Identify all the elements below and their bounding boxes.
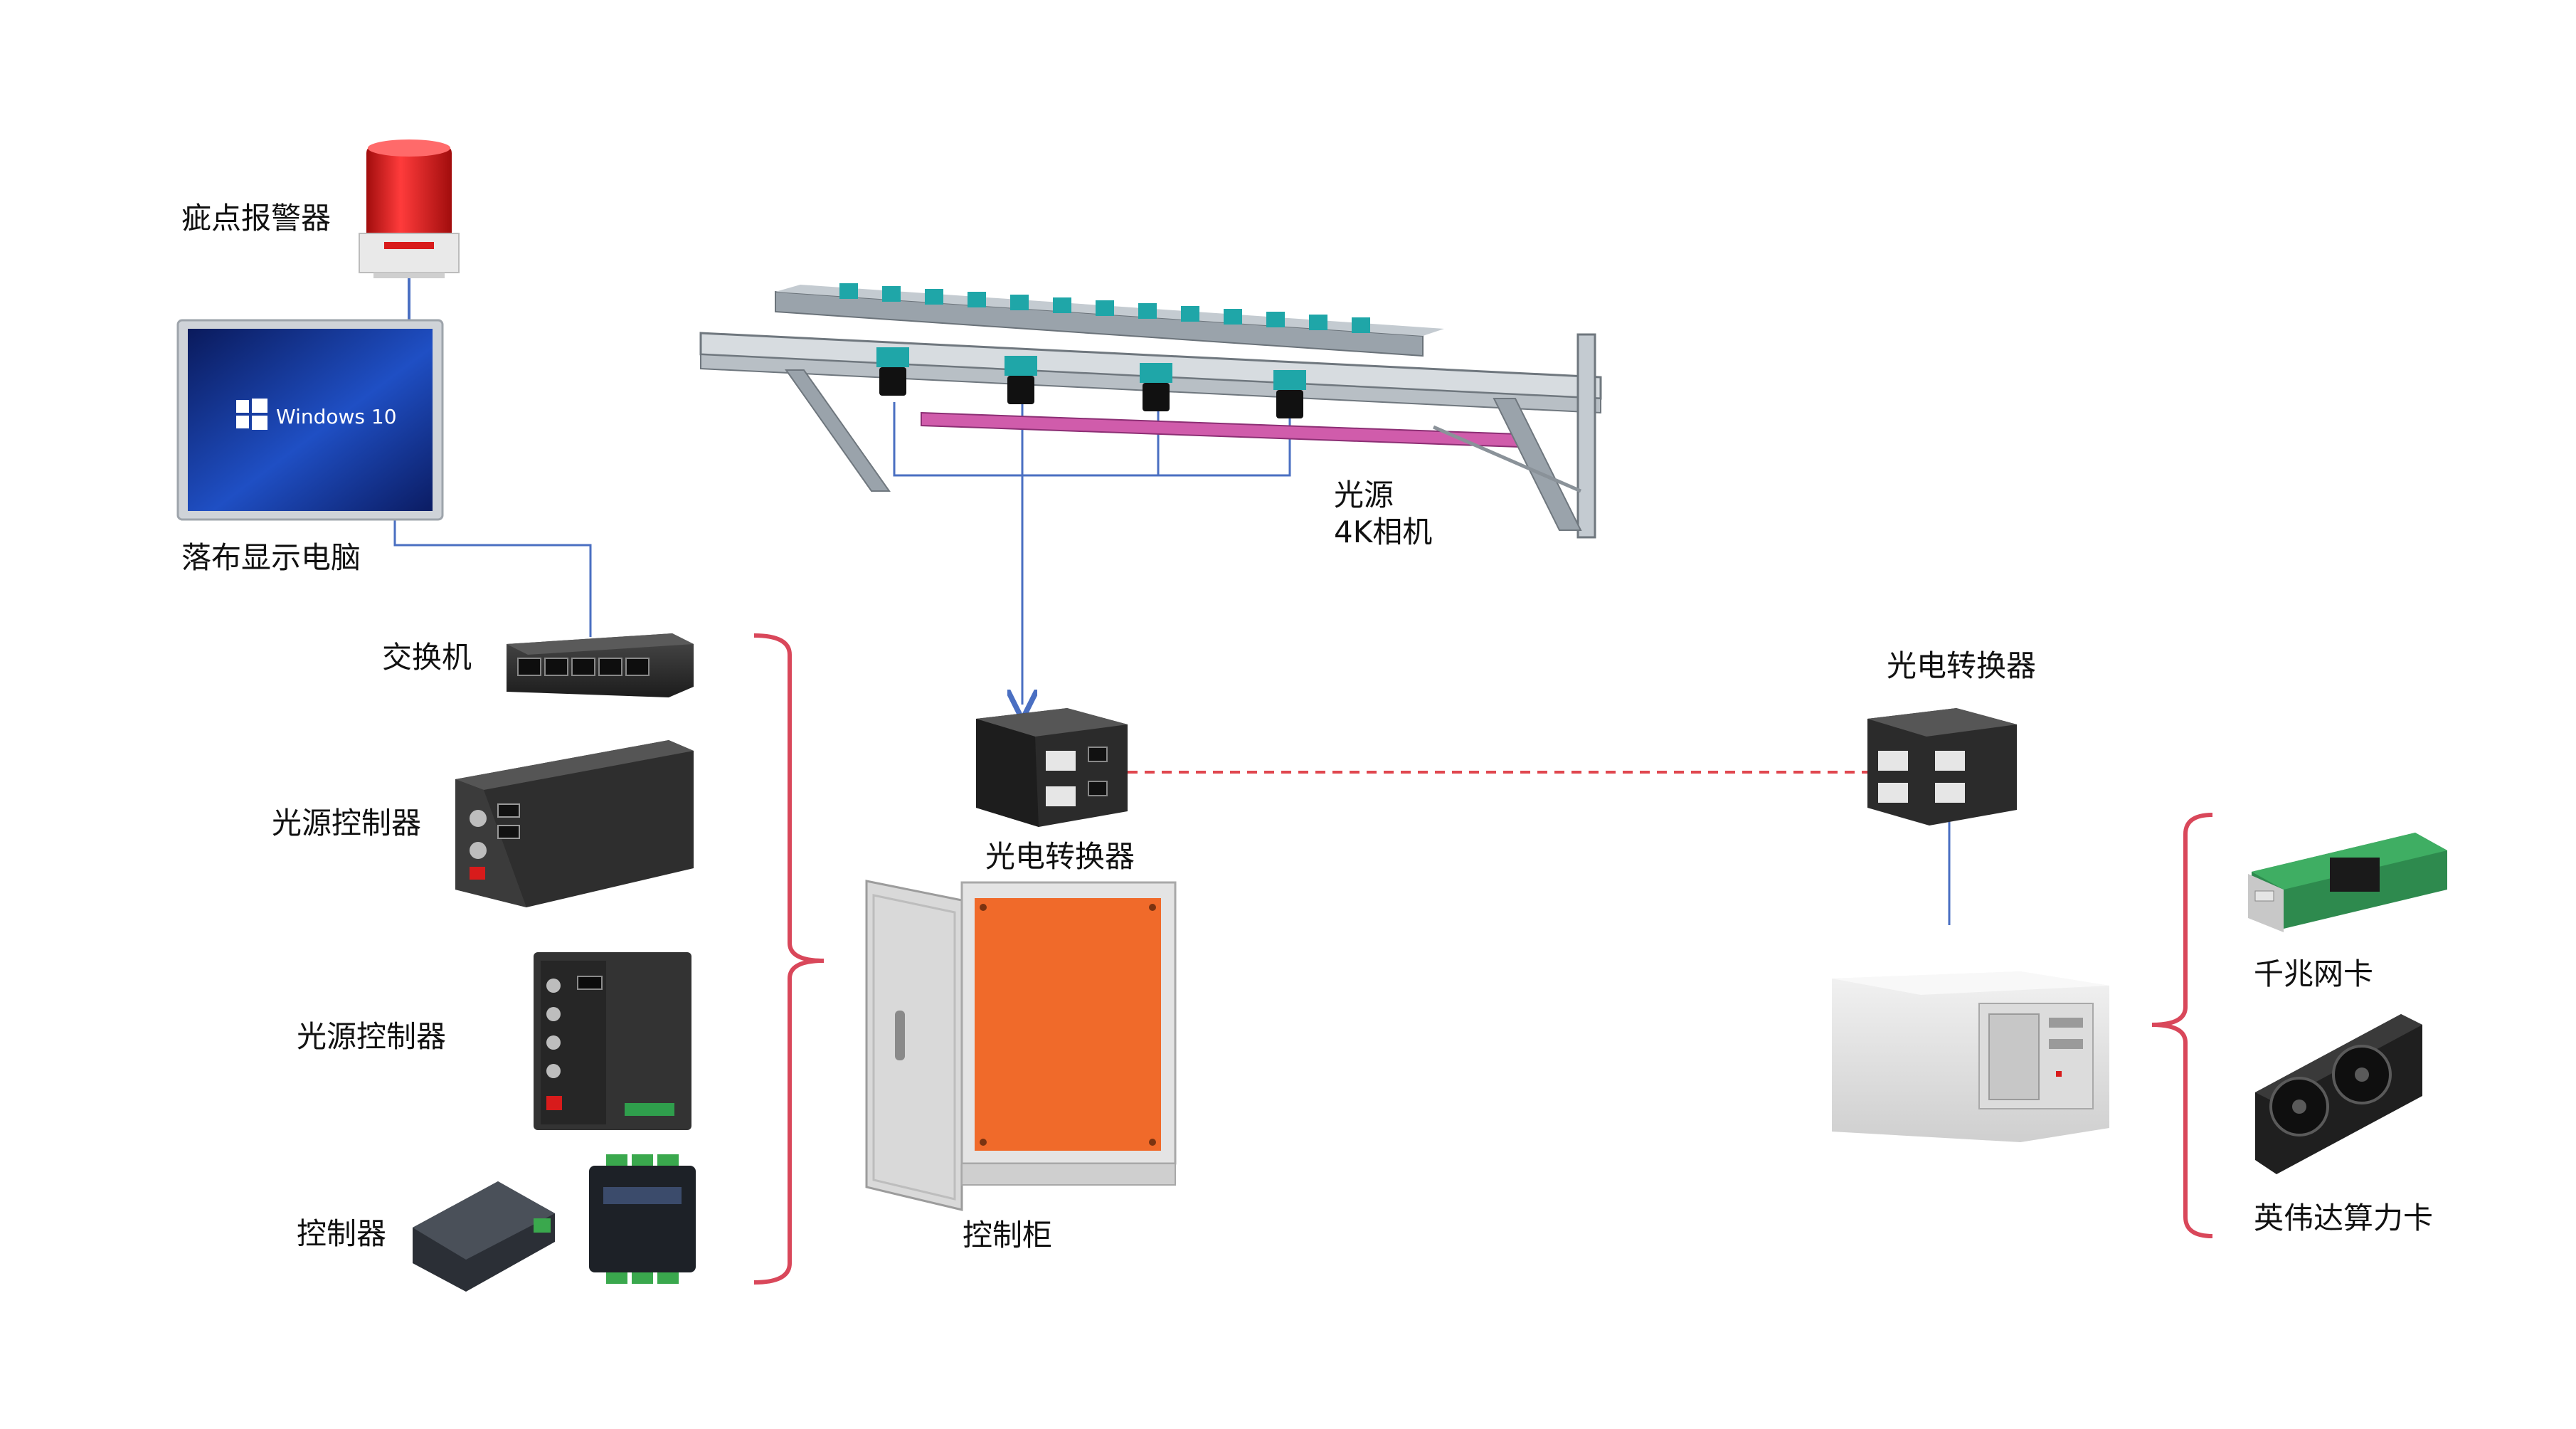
converter-right-label: 光电转换器 xyxy=(1887,648,2037,683)
controller-module-2-icon xyxy=(589,1154,696,1284)
controller-module-1-icon xyxy=(413,1181,555,1292)
monitor-icon xyxy=(176,319,444,521)
controller-label: 控制器 xyxy=(297,1216,387,1251)
gpu-label: 英伟达算力卡 xyxy=(2254,1201,2434,1235)
wire-pc-switch xyxy=(393,520,592,637)
switch-label: 交换机 xyxy=(382,640,472,675)
wire-cameras-bus xyxy=(893,402,1291,477)
light-controller-2-label: 光源控制器 xyxy=(297,1019,447,1054)
windows-logo-icon xyxy=(236,399,267,430)
right-group-bracket xyxy=(2151,813,2213,1238)
light-controller-1-label: 光源控制器 xyxy=(272,806,422,840)
camera-3-icon xyxy=(1140,363,1172,411)
camera-4k-label: 4K相机 xyxy=(1334,515,1433,549)
camera-1-icon xyxy=(876,347,909,396)
alarm-label: 疵点报警器 xyxy=(181,201,332,236)
display-pc-label: 落布显示电脑 xyxy=(181,540,361,575)
screen-os-text: Windows 10 xyxy=(276,405,397,428)
camera-4-icon xyxy=(1273,370,1306,418)
industrial-pc-icon xyxy=(1832,971,2109,1142)
alarm-light-icon xyxy=(359,139,460,278)
light-controller-1-icon xyxy=(455,740,694,907)
cabinet-label: 控制柜 xyxy=(963,1218,1053,1253)
converter-left-label: 光电转换器 xyxy=(985,839,1135,874)
media-converter-right-icon xyxy=(1867,708,2017,826)
left-group-bracket xyxy=(753,633,825,1285)
network-card-icon xyxy=(2248,833,2447,932)
connection-lines xyxy=(393,278,1951,925)
light-source-label: 光源 xyxy=(1334,478,1394,512)
gpu-card-icon xyxy=(2255,1014,2422,1174)
control-cabinet-icon xyxy=(865,880,1177,1211)
light-controller-2-icon xyxy=(534,952,691,1130)
network-switch-icon xyxy=(507,633,694,697)
media-converter-left-icon xyxy=(976,708,1128,827)
camera-2-icon xyxy=(1005,356,1037,404)
nic-label: 千兆网卡 xyxy=(2254,956,2374,991)
